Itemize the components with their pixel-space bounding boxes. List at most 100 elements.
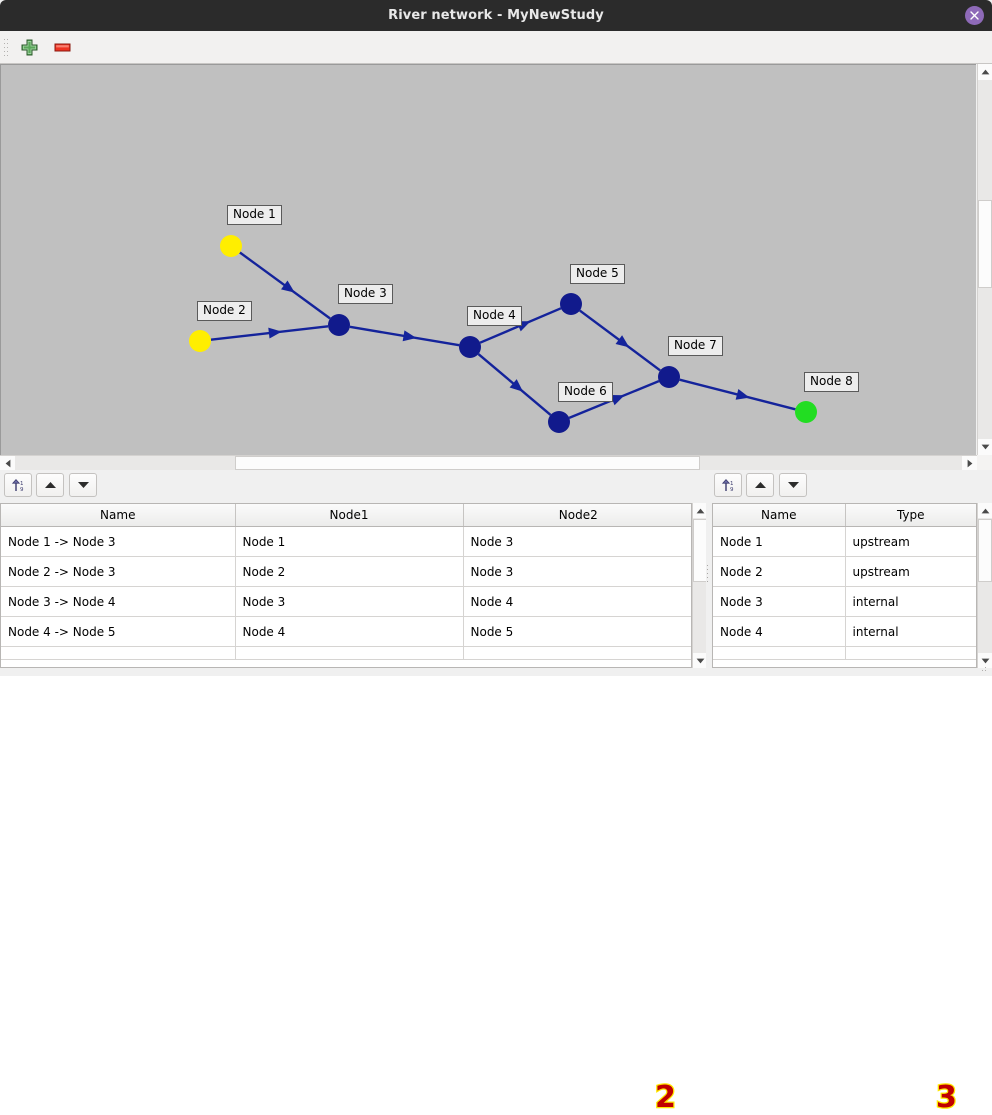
cell-name[interactable]: Node 4 -> Node 5 — [1, 616, 236, 647]
reaches-vertical-scrollbar[interactable] — [692, 503, 707, 668]
reaches-move-up-button[interactable] — [36, 473, 64, 497]
table-row[interactable]: Node 1 -> Node 3 Node 1 Node 3 — [1, 526, 691, 557]
graph-scroll-right-button[interactable] — [962, 456, 977, 470]
graph-node[interactable] — [658, 366, 680, 388]
graph-node[interactable] — [548, 411, 570, 433]
graph-node-label[interactable]: Node 8 — [804, 372, 859, 392]
graph-node[interactable] — [328, 314, 350, 336]
nodes-vertical-scrollbar[interactable] — [977, 503, 992, 668]
cell-empty[interactable] — [713, 646, 846, 660]
table-row-partial[interactable] — [713, 646, 976, 660]
cell-empty[interactable] — [463, 646, 691, 660]
graph-hscroll-thumb[interactable] — [235, 456, 700, 470]
reaches-move-down-button[interactable] — [69, 473, 97, 497]
cell-name[interactable]: Node 3 — [713, 586, 846, 617]
nodes-scroll-up-button[interactable] — [978, 503, 992, 518]
nodes-sort-button[interactable]: 1 9 — [714, 473, 742, 497]
triangle-down-icon — [981, 658, 989, 663]
cell-node1[interactable]: Node 4 — [235, 616, 464, 647]
graph-node[interactable] — [220, 235, 242, 257]
close-button[interactable] — [965, 6, 984, 25]
cell-empty[interactable] — [1, 646, 236, 660]
toolbar-grip[interactable] — [4, 39, 9, 56]
table-row[interactable]: Node 2 -> Node 3 Node 2 Node 3 — [1, 556, 691, 587]
network-graph-canvas[interactable]: Node 1 Node 2 Node 3 Node 4 Node 5 Node 6 Node… — [0, 64, 976, 455]
cell-name[interactable]: Node 4 — [713, 616, 846, 647]
graph-node[interactable] — [560, 293, 582, 315]
cell-node1[interactable]: Node 3 — [235, 586, 464, 617]
cell-node1[interactable]: Node 1 — [235, 526, 464, 557]
graph-scroll-up-button[interactable] — [978, 64, 992, 80]
table-row[interactable]: Node 2 upstream — [713, 556, 976, 587]
graph-scroll-down-button[interactable] — [978, 439, 992, 455]
table-row[interactable]: Node 4 -> Node 5 Node 4 Node 5 — [1, 616, 691, 647]
cell-type[interactable]: internal — [845, 586, 976, 617]
nodes-table[interactable]: Name Type Node 1 upstream Node 2 upstrea… — [712, 503, 977, 668]
reaches-scroll-down-button[interactable] — [693, 653, 707, 668]
cell-name[interactable]: Node 1 -> Node 3 — [1, 526, 236, 557]
svg-text:9: 9 — [20, 487, 24, 493]
cell-name[interactable]: Node 2 — [713, 556, 846, 587]
graph-node[interactable] — [189, 330, 211, 352]
table-row[interactable]: Node 1 upstream — [713, 526, 976, 557]
graph-node-label[interactable]: Node 3 — [338, 284, 393, 304]
cell-name[interactable]: Node 3 -> Node 4 — [1, 586, 236, 617]
nodes-column-header-name[interactable]: Name — [713, 504, 846, 527]
graph-edge-arrowhead — [610, 395, 625, 406]
add-node-button[interactable] — [18, 37, 40, 58]
graph-node-label[interactable]: Node 7 — [668, 336, 723, 356]
resize-grip[interactable] — [980, 666, 987, 673]
graph-vscroll-thumb[interactable] — [978, 200, 992, 288]
cell-name[interactable]: Node 2 -> Node 3 — [1, 556, 236, 587]
graph-node-label[interactable]: Node 5 — [570, 264, 625, 284]
cell-node2[interactable]: Node 5 — [463, 616, 691, 647]
graph-node-label[interactable]: Node 1 — [227, 205, 282, 225]
nodes-move-down-button[interactable] — [779, 473, 807, 497]
graph-edge-arrowhead — [615, 335, 630, 348]
vertical-splitter-grip — [707, 565, 708, 583]
cell-node1[interactable]: Node 2 — [235, 556, 464, 587]
graph-edge-arrowhead — [402, 330, 417, 342]
graph-node-label[interactable]: Node 6 — [558, 382, 613, 402]
cell-empty[interactable] — [845, 646, 976, 660]
cell-node2[interactable]: Node 3 — [463, 556, 691, 587]
graph-node-label[interactable]: Node 4 — [467, 306, 522, 326]
nodes-scroll-down-button[interactable] — [978, 653, 992, 668]
graph-scroll-left-button[interactable] — [0, 456, 15, 470]
plus-icon — [21, 39, 37, 56]
reaches-vscroll-thumb[interactable] — [693, 519, 707, 582]
graph-node-label[interactable]: Node 2 — [197, 301, 252, 321]
reaches-grid: Name Node1 Node2 Node 1 -> Node 3 Node 1… — [1, 504, 691, 660]
reaches-sort-button[interactable]: 1 9 — [4, 473, 32, 497]
delete-node-button[interactable] — [51, 37, 73, 58]
reaches-column-header-node2[interactable]: Node2 — [463, 504, 691, 527]
reaches-column-header-node1[interactable]: Node1 — [235, 504, 464, 527]
table-row[interactable]: Node 3 -> Node 4 Node 3 Node 4 — [1, 586, 691, 617]
vertical-splitter[interactable] — [706, 479, 709, 669]
annotation-number-2: 2 — [654, 1079, 677, 1115]
reaches-scroll-up-button[interactable] — [693, 503, 707, 518]
nodes-vscroll-thumb[interactable] — [978, 519, 992, 582]
cell-name[interactable]: Node 1 — [713, 526, 846, 557]
triangle-down-icon — [787, 482, 799, 488]
cell-type[interactable]: internal — [845, 616, 976, 647]
graph-horizontal-scrollbar[interactable] — [0, 455, 977, 470]
table-row[interactable]: Node 4 internal — [713, 616, 976, 647]
graph-node[interactable] — [459, 336, 481, 358]
table-row[interactable]: Node 3 internal — [713, 586, 976, 617]
reaches-header-row: Name Node1 Node2 — [1, 504, 691, 527]
cell-type[interactable]: upstream — [845, 556, 976, 587]
close-icon — [970, 11, 979, 20]
cell-type[interactable]: upstream — [845, 526, 976, 557]
cell-node2[interactable]: Node 3 — [463, 526, 691, 557]
cell-node2[interactable]: Node 4 — [463, 586, 691, 617]
graph-node[interactable] — [795, 401, 817, 423]
nodes-move-up-button[interactable] — [746, 473, 774, 497]
table-row-partial[interactable] — [1, 646, 691, 660]
reaches-table[interactable]: Name Node1 Node2 Node 1 -> Node 3 Node 1… — [0, 503, 692, 668]
cell-empty[interactable] — [235, 646, 464, 660]
graph-vertical-scrollbar[interactable] — [977, 64, 992, 455]
nodes-column-header-type[interactable]: Type — [845, 504, 976, 527]
sort-arrow-icon: 1 9 — [721, 478, 734, 493]
reaches-column-header-name[interactable]: Name — [1, 504, 236, 527]
